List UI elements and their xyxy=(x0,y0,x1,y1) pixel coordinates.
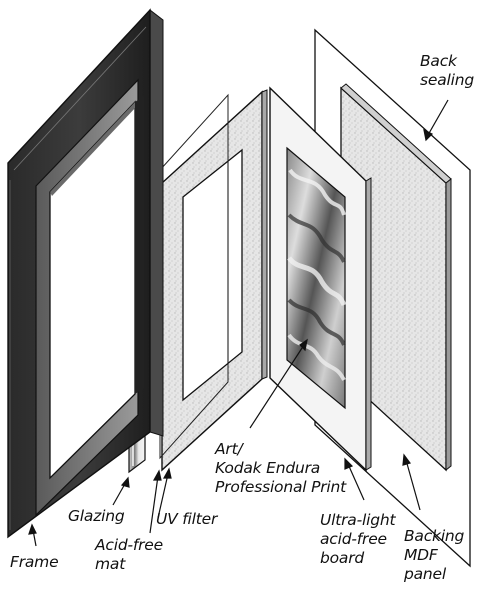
label-ultra-light-board-line-2: acid-free xyxy=(320,530,387,548)
label-acid-free-mat-line-2: mat xyxy=(95,555,126,573)
label-backing-panel: Backing MDF panel xyxy=(404,527,464,584)
label-glazing-text: Glazing xyxy=(68,507,125,525)
arrowhead-art xyxy=(299,338,308,352)
pointer-acid-free-mat xyxy=(149,475,159,534)
label-glazing: Glazing xyxy=(68,507,125,526)
arrowhead-frame xyxy=(28,523,37,535)
arrowhead-back-sealing xyxy=(423,128,434,142)
label-acid-free-mat: Acid-free mat xyxy=(95,536,163,574)
arrowhead-glazing xyxy=(120,476,130,488)
label-art: Art/ Kodak Endura Professional Print xyxy=(215,440,346,497)
picture-frame xyxy=(7,8,164,539)
acid-free-mat xyxy=(161,89,268,472)
pointer-backing-panel xyxy=(405,459,421,511)
label-acid-free-mat-line-1: Acid-free xyxy=(95,536,163,554)
label-frame-text: Frame xyxy=(10,553,59,571)
pointer-back-sealing xyxy=(427,99,449,136)
label-backing-panel-line-2: MDF xyxy=(404,546,438,564)
label-uv-filter-text: UV filter xyxy=(156,510,218,528)
arrowhead-acid-free-mat xyxy=(152,469,162,481)
label-ultra-light-board-line-3: board xyxy=(320,549,365,567)
label-frame: Frame xyxy=(10,553,59,572)
pointer-uv-filter xyxy=(157,473,169,519)
label-ultra-light-board: Ultra-light acid-free board xyxy=(320,511,396,568)
label-back-sealing: Back sealing xyxy=(420,52,474,90)
arrowhead-backing-panel xyxy=(402,453,412,466)
label-backing-panel-line-3: panel xyxy=(404,565,447,583)
label-art-line-1: Art/ xyxy=(215,440,243,458)
label-uv-filter: UV filter xyxy=(156,510,217,529)
label-art-line-2: Kodak Endura xyxy=(215,459,321,477)
art-print xyxy=(286,146,347,410)
label-art-line-3: Professional Print xyxy=(215,478,347,496)
arrowhead-ultra-light-board xyxy=(344,457,354,470)
pointer-art xyxy=(249,344,305,429)
label-ultra-light-board-line-1: Ultra-light xyxy=(320,511,396,529)
label-back-sealing-line-2: sealing xyxy=(420,71,474,89)
label-back-sealing-line-1: Back xyxy=(420,52,457,70)
arrowhead-uv-filter xyxy=(162,467,172,479)
label-pointers xyxy=(28,99,449,547)
pointer-ultra-light-board xyxy=(347,463,365,501)
label-backing-panel-line-1: Backing xyxy=(404,527,465,545)
